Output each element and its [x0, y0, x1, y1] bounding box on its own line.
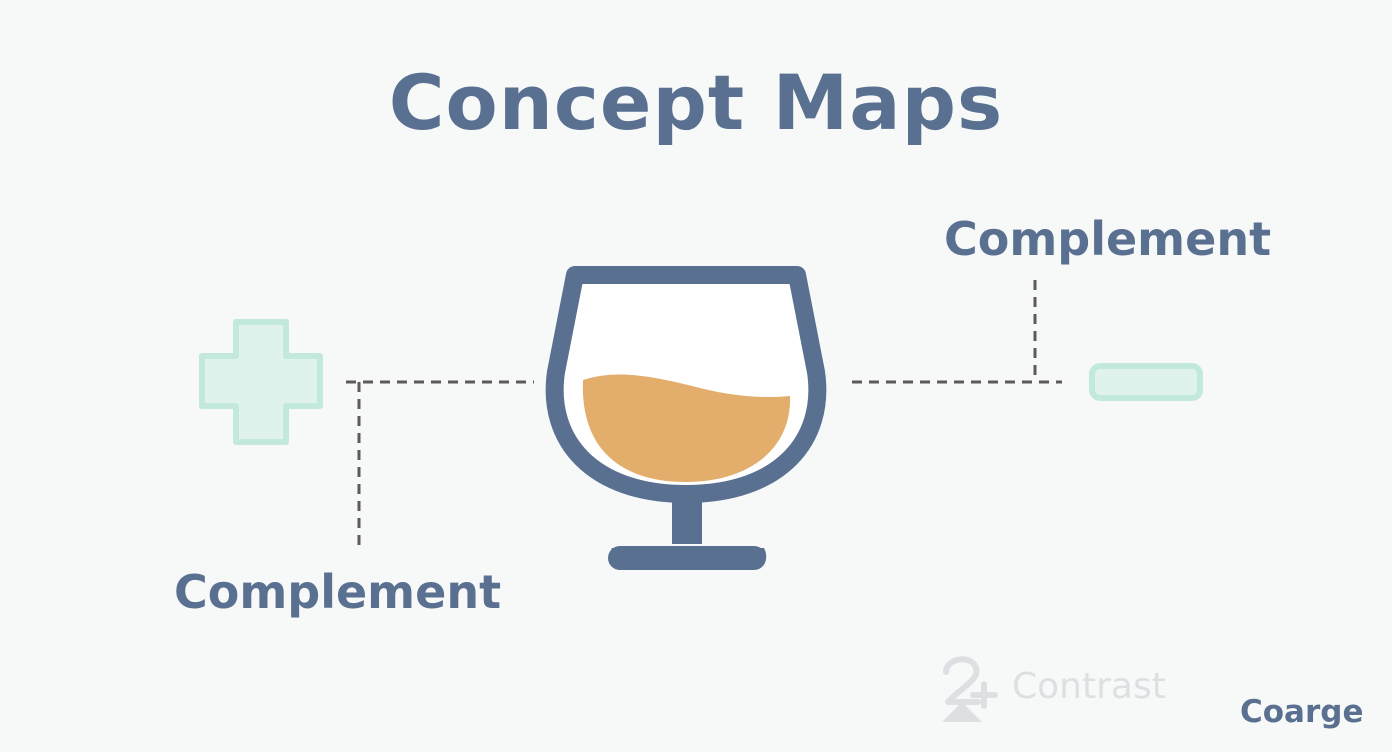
wine-glass-icon [545, 266, 827, 570]
watermark-text: Contrast [1012, 666, 1166, 707]
minus-icon [1089, 363, 1203, 401]
plus-icon [199, 319, 323, 445]
complement-label-top-right: Complement [944, 212, 1272, 266]
brand-name: Coarge [1240, 694, 1364, 730]
page-title: Concept Maps [388, 58, 1004, 147]
connector-right [852, 280, 1062, 384]
complement-label-bottom-left: Complement [174, 565, 502, 619]
connector-left [346, 380, 534, 552]
person-plus-icon [942, 656, 998, 722]
watermark: Contrast [938, 650, 1188, 724]
